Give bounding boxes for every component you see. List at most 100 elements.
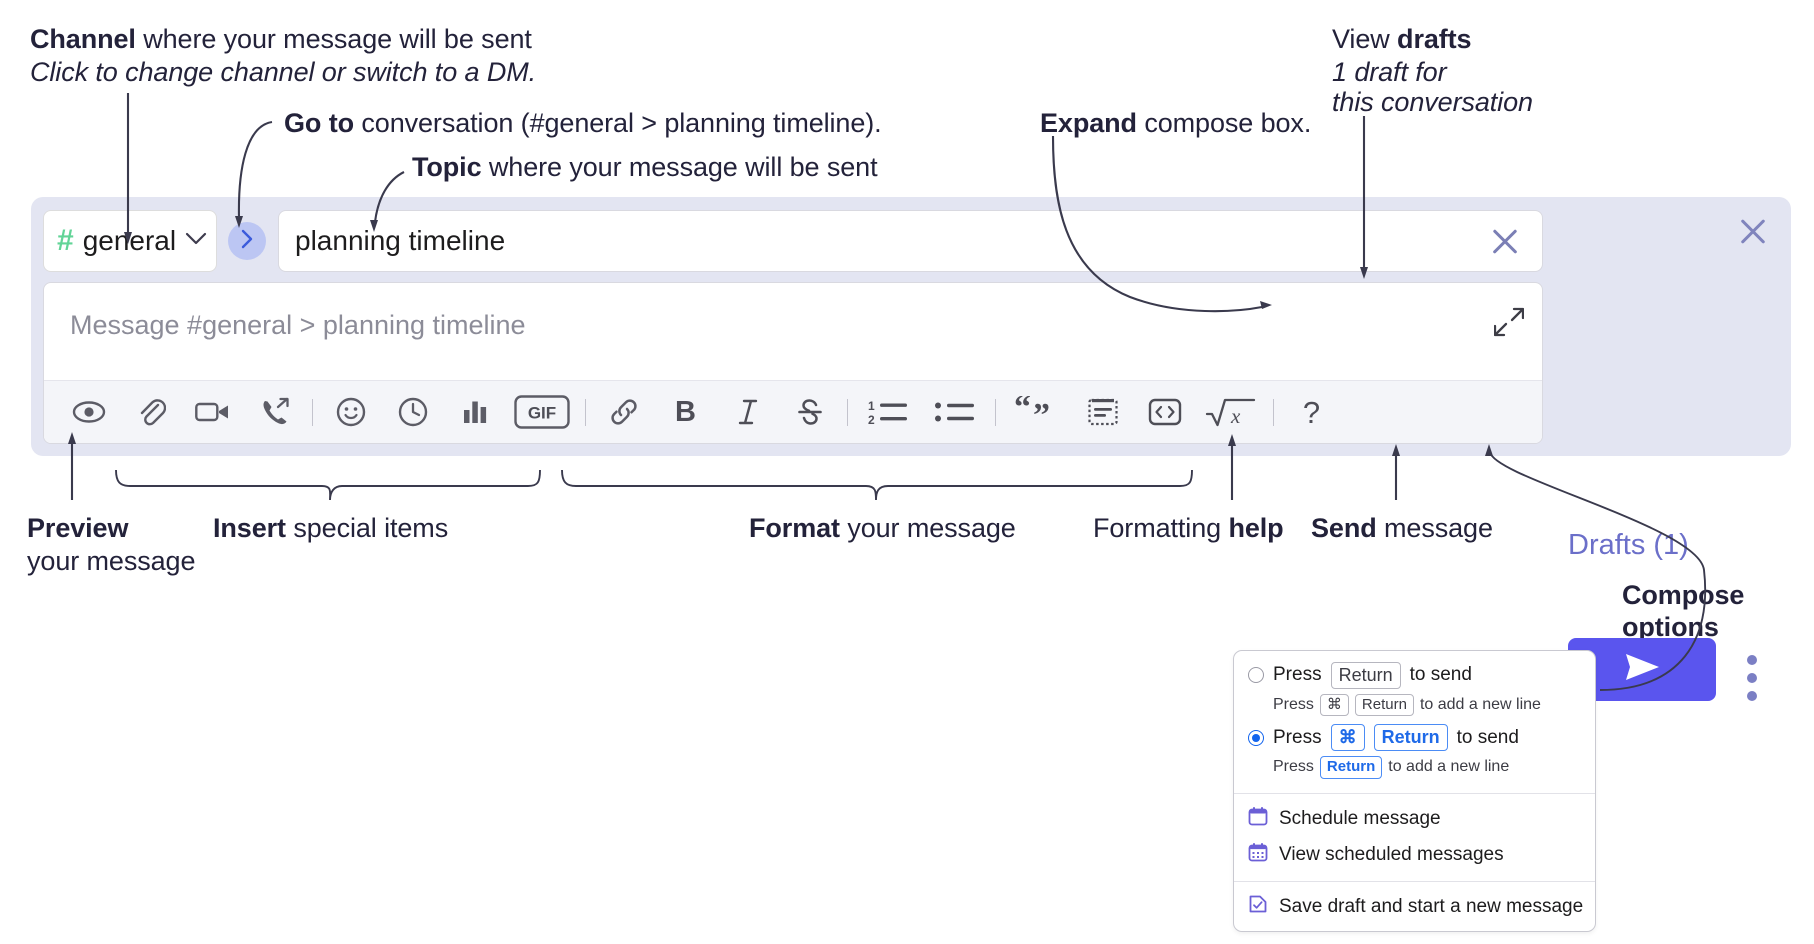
emoji-button[interactable] [327,389,374,436]
opt-subtext: Press [1273,695,1314,713]
channel-name: general [82,225,177,256]
annotation-drafts-plain: View [1332,24,1398,54]
annotation-format-rest: your message [839,513,1016,543]
annotation-channel-bold: Channel [30,24,136,54]
attach-button[interactable] [127,389,174,436]
bold-button[interactable]: B [662,389,709,436]
expand-icon[interactable] [1493,307,1525,337]
more-options-icon[interactable] [1747,655,1757,701]
annotation-format-bold: Format [749,513,840,543]
goto-conversation-button[interactable] [228,222,266,260]
toolbar-divider [1273,398,1274,426]
code-block-button[interactable] [1079,389,1126,436]
annotation-topic: Topic where your message will be sent [412,150,878,185]
annotation-compose-options: Compose [1622,578,1744,613]
formatting-help-button[interactable]: ? [1288,389,1335,436]
annotation-drafts-l3: this conversation [1332,87,1533,117]
key-return: Return [1330,662,1401,689]
calendar-grid-icon [1248,842,1268,868]
compose-top-row: # general planning timeline [43,210,1543,272]
drafts-link[interactable]: Drafts (1) [1568,529,1689,561]
annotation-drafts-l2: 1 draft for [1332,57,1447,87]
send-option-cmd-return[interactable]: Press ⌘ Return to send Press Return to a… [1234,722,1595,784]
annotation-channel-rest: where your message will be sent [135,24,532,54]
annotation-channel: Channel where your message will be sent [30,22,532,57]
toolbar-divider [312,398,313,426]
annotation-send-bold: Send [1311,513,1377,543]
key-command: ⌘ [1319,693,1349,717]
menu-item-label: Save draft and start a new message [1279,895,1584,917]
annotation-format: Format your message [749,511,1016,546]
annotation-goto-bold: Go to [284,108,354,138]
preview-button[interactable] [65,389,112,436]
video-button[interactable] [189,389,236,436]
equation-button[interactable]: x [1203,389,1259,436]
annotation-channel-sub: Click to change channel or switch to a D… [30,57,537,87]
annotation-help-plain: Formatting [1093,513,1229,543]
svg-text:2: 2 [868,413,875,426]
annotation-expand-bold: Expand [1040,108,1137,138]
chevron-right-icon [240,228,254,255]
message-placeholder: Message #general > planning timeline [70,310,526,340]
menu-item-view-scheduled[interactable]: View scheduled messages [1234,837,1595,873]
annotation-preview-bold: Preview [27,513,129,543]
svg-text:1: 1 [868,399,875,413]
blockquote-button[interactable]: “ ” [1010,389,1064,436]
italic-button[interactable] [724,389,771,436]
radio-unselected-icon[interactable] [1248,667,1264,684]
menu-item-save-draft[interactable]: Save draft and start a new message [1234,889,1595,925]
annotation-goto-rest: conversation (#general > planning timeli… [353,108,882,138]
poll-button[interactable] [451,389,498,436]
menu-divider [1234,792,1595,794]
send-paper-plane-icon [1620,650,1664,689]
opt-subtext: to add a new line [1419,695,1541,713]
question-mark-icon: ? [1302,394,1321,430]
bulleted-list-button[interactable] [929,389,981,436]
send-option-return[interactable]: Press Return to send Press ⌘ Return to a… [1234,660,1595,722]
bold-icon: B [675,395,696,428]
formatting-toolbar: GIF B [44,380,1542,443]
opt-subtext: Press [1273,758,1314,776]
gif-button[interactable]: GIF [513,389,571,436]
toolbar-divider [995,398,996,426]
svg-text:GIF: GIF [528,404,556,423]
ordered-list-button[interactable]: 1 2 [862,389,914,436]
code-button[interactable] [1141,389,1188,436]
compose-inner: # general planning timeline Message #gen… [43,210,1543,444]
link-button[interactable] [600,389,647,436]
key-return: Return [1319,755,1383,779]
svg-text:“: “ [1014,396,1031,426]
annotation-topic-rest: where your message will be sent [481,152,878,182]
close-icon[interactable] [1737,215,1769,247]
send-option-cmd-return-sub: Press Return to add a new line [1273,755,1595,779]
reminder-button[interactable] [389,389,436,436]
close-icon[interactable] [1488,224,1522,258]
annotation-preview-l2: your message [27,546,196,576]
compose-panel: # general planning timeline Message #gen… [31,197,1791,701]
svg-text:”: ” [1033,397,1050,428]
chevron-down-icon [185,230,207,252]
opt-subtext: to add a new line [1388,758,1510,776]
menu-item-label: Schedule message [1279,807,1441,829]
annotation-preview: Preview [27,511,128,546]
topic-input[interactable]: planning timeline [278,210,1543,272]
send-option-cmd-return-main: Press ⌘ Return to send [1248,724,1595,751]
annotation-compose-options-l1: Compose [1622,580,1745,610]
topic-value: planning timeline [295,225,506,256]
send-option-return-main: Press Return to send [1248,662,1595,689]
key-command: ⌘ [1330,724,1365,751]
annotation-goto: Go to conversation (#general > planning … [284,106,882,141]
strikethrough-button[interactable] [786,389,833,436]
compose-options-menu: Press Return to send Press ⌘ Return to a… [1233,650,1596,932]
annotation-drafts: View drafts [1332,22,1472,57]
message-input[interactable]: Message #general > planning timeline [43,282,1543,444]
toolbar-divider [585,398,586,426]
hash-icon: # [57,224,74,257]
svg-text:x: x [1230,404,1241,428]
annotation-drafts-bold: drafts [1397,24,1472,54]
radio-selected-icon[interactable] [1248,729,1264,746]
annotation-expand-rest: compose box. [1136,108,1312,138]
channel-selector[interactable]: # general [43,210,217,272]
huddle-button[interactable] [251,389,298,436]
menu-item-schedule-message[interactable]: Schedule message [1234,801,1595,837]
